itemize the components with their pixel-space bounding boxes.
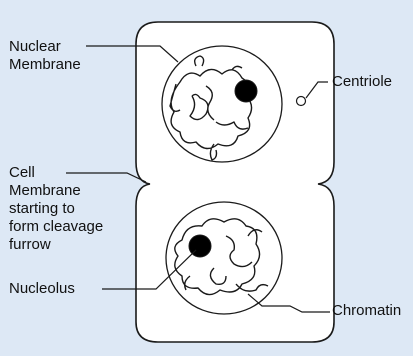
label-nuclear-membrane: Nuclear Membrane bbox=[9, 38, 81, 74]
centriole bbox=[297, 97, 306, 106]
label-nucleolus: Nucleolus bbox=[9, 280, 75, 298]
upper-nucleolus bbox=[235, 80, 257, 102]
label-centriole: Centriole bbox=[332, 73, 392, 91]
label-cell-membrane: Cell Membrane starting to form cleavage … bbox=[9, 164, 103, 254]
label-chromatin: Chromatin bbox=[332, 302, 401, 320]
